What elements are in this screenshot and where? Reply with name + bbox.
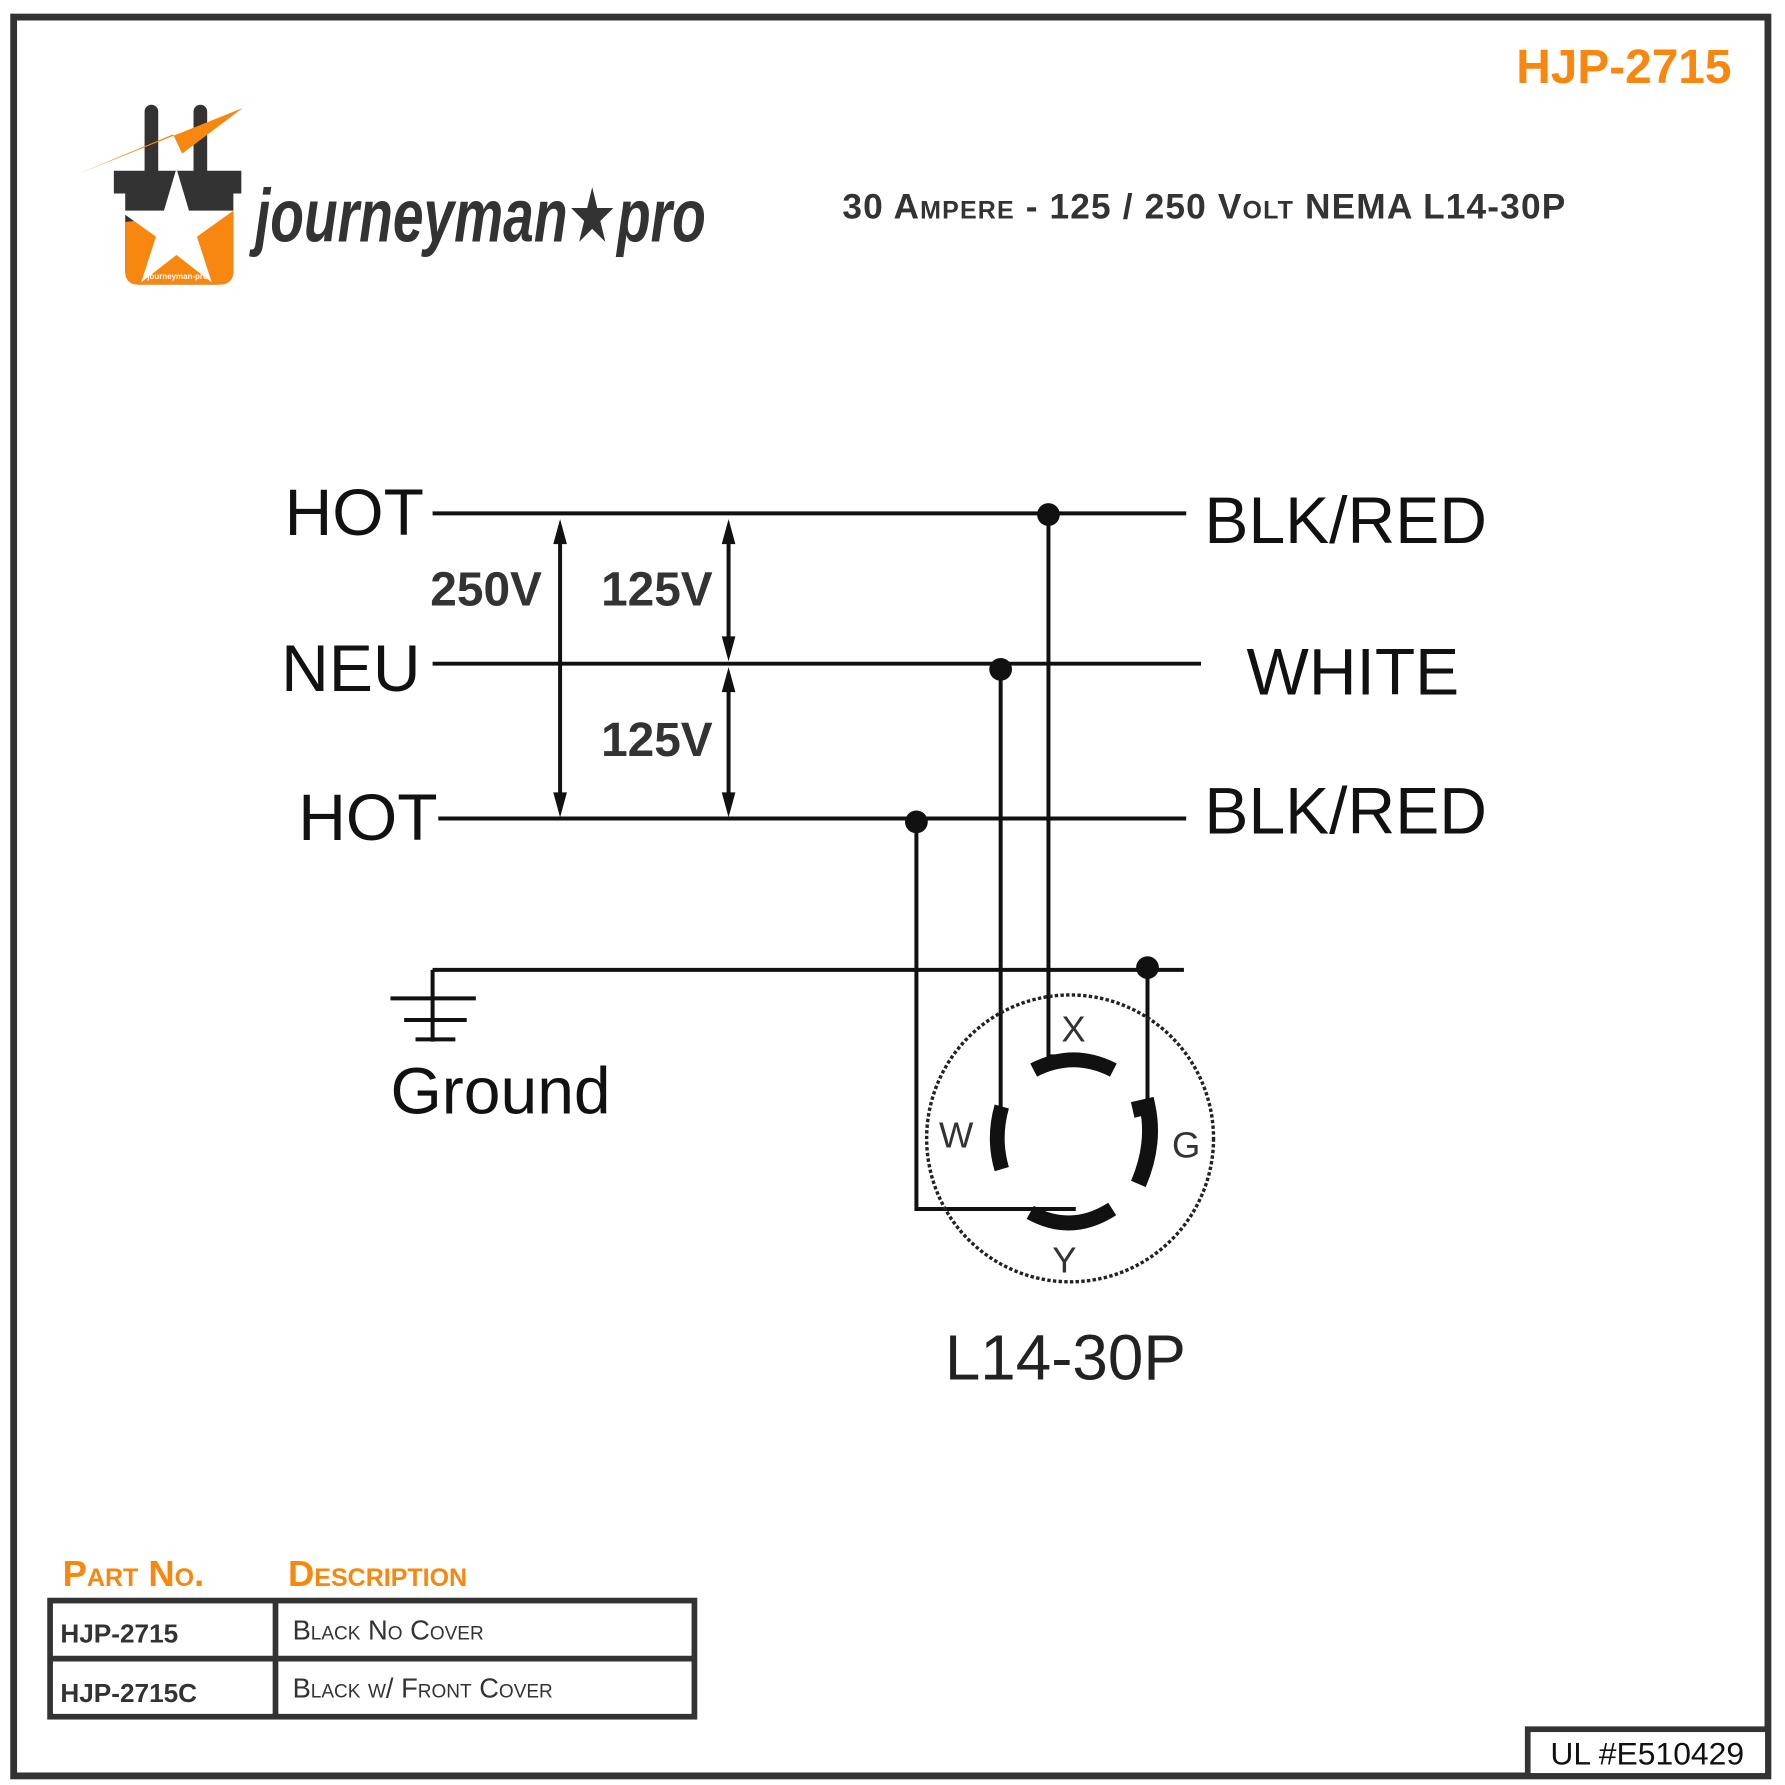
- logo-wordmark: journeyman★pro: [248, 173, 705, 257]
- pin-y: [1026, 1202, 1117, 1231]
- label-hot-top: HOT: [285, 475, 424, 549]
- parts-table: Part No. Description HJP-2715 Black No C…: [47, 1553, 698, 1720]
- pin-label-y: Y: [1052, 1240, 1076, 1281]
- wire-y: [914, 821, 1076, 1211]
- description-cell: Black w/ Front Cover: [293, 1672, 553, 1703]
- junction-dot: [989, 657, 1013, 681]
- label-neutral: NEU: [281, 631, 420, 705]
- part-cell: HJP-2715: [60, 1619, 178, 1649]
- label-hot-bottom: HOT: [298, 780, 437, 854]
- part-cell: HJP-2715C: [60, 1678, 197, 1708]
- column-header-description: Description: [288, 1553, 467, 1594]
- ground-label: Ground: [390, 1053, 610, 1127]
- ground-symbol-icon: [390, 969, 476, 1042]
- table-row: HJP-2715C Black w/ Front Cover: [60, 1672, 552, 1708]
- pin-label-g: G: [1172, 1125, 1200, 1166]
- plug-icon: journeyman-pro: [77, 104, 243, 285]
- voltage-arrows: [553, 519, 736, 818]
- part-number-heading: HJP-2715: [1516, 41, 1731, 94]
- voltage-125v-bottom: 125V: [601, 714, 713, 767]
- ul-number: UL #E510429: [1550, 1736, 1744, 1772]
- junction-dot: [1136, 956, 1159, 980]
- wire-x: [1046, 514, 1065, 1059]
- label-blk-red-bottom: BLK/RED: [1204, 773, 1487, 847]
- plug-face: X W G Y: [924, 993, 1216, 1284]
- junction-dot: [905, 810, 928, 834]
- plug-model-label: L14-30P: [945, 1322, 1186, 1394]
- wiring-diagram: HOT NEU HOT BLK/RED WHITE BLK/RED 250V 1…: [281, 475, 1487, 1394]
- product-title: 30 Ampere - 125 / 250 Volt NEMA L14-30P: [842, 188, 1566, 227]
- voltage-125v-top: 125V: [601, 564, 713, 617]
- pin-x: [1030, 1052, 1117, 1077]
- table-row: HJP-2715 Black No Cover: [60, 1614, 483, 1648]
- label-blk-red-top: BLK/RED: [1204, 483, 1487, 557]
- pin-g: [1130, 1096, 1158, 1188]
- pin-label-x: X: [1061, 1009, 1085, 1050]
- pin-label-w: W: [939, 1115, 974, 1156]
- label-white: WHITE: [1247, 634, 1460, 708]
- star-icon: [119, 168, 234, 283]
- description-cell: Black No Cover: [293, 1614, 484, 1645]
- pin-w: [989, 1104, 1009, 1172]
- voltage-250v: 250V: [430, 564, 542, 617]
- logo-badge-text: journeyman-pro: [146, 272, 208, 281]
- ul-certification-box: UL #E510429: [1524, 1726, 1771, 1779]
- logo: journeyman-pro journeyman★pro: [77, 104, 706, 285]
- column-header-part-no: Part No.: [63, 1553, 205, 1594]
- page-border: [10, 13, 1772, 1780]
- junction-dot: [1037, 503, 1060, 526]
